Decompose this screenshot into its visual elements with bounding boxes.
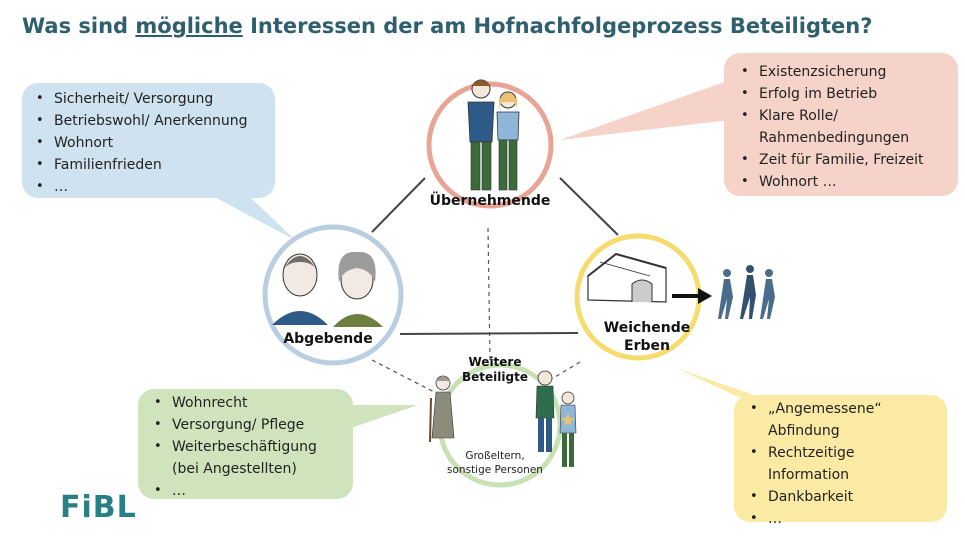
list-item: Erfolg im Betrieb [737, 83, 924, 105]
role-label-weichende-line1: Weichende [603, 320, 691, 336]
barn-illustration [587, 252, 667, 303]
weitere-beteiligte-note: Großeltern, sonstige Personen [440, 449, 550, 477]
title-underlined-word: mögliche [135, 14, 243, 38]
list-item: Rechtzeitige [746, 442, 882, 464]
list-item: Existenzsicherung [737, 61, 924, 83]
young-couple-illustration [467, 79, 520, 191]
list-item: (bei Angestellten) [172, 461, 297, 477]
connector-uebernehmende-weichende [559, 177, 619, 236]
page-title: Was sind mögliche Interessen der am Hofn… [22, 14, 872, 38]
list-item: „Angemessene“ [746, 398, 882, 420]
title-text-end: Interessen der am Hofnachfolgeprozess Be… [242, 14, 873, 38]
list-item: Rahmenbedingungen [759, 130, 910, 146]
role-label-weichende-line2: Erben [624, 338, 670, 354]
title-text-start: Was sind [22, 14, 136, 38]
list-item: Abfindung [768, 423, 840, 439]
list-item: Zeit für Familie, Freizeit [737, 149, 924, 171]
list-item: Information [768, 467, 850, 483]
role-label-weichende-erben: Weichende Erben [592, 319, 702, 355]
connector-abgebende-uebernehmende [371, 177, 426, 233]
list-item: Dankbarkeit [746, 486, 882, 508]
role-label-weitere-line2: Beteiligte [462, 370, 528, 384]
connector-abgebende-weitere [371, 359, 441, 396]
list-item: Betriebswohl/ Anerkennung [32, 110, 248, 132]
list-item: Sicherheit/ Versorgung [32, 88, 248, 110]
bubble-abgebende-list: Sicherheit/ Versorgung Betriebswohl/ Ane… [32, 88, 248, 198]
connector-weichende-weitere [524, 361, 581, 396]
bubble-weitere-list: Wohnrecht Versorgung/ Pflege Weiterbesch… [150, 392, 317, 502]
list-item: Familienfrieden [32, 154, 248, 176]
list-item: … [746, 508, 882, 530]
list-item: … [32, 176, 248, 198]
list-item: Wohnrecht [150, 392, 317, 414]
list-item: … [150, 480, 317, 502]
list-item: Wohnort … [737, 171, 924, 193]
bubble-uebernehmende-list: Existenzsicherung Erfolg im Betrieb Klar… [737, 61, 924, 193]
weitere-note-line2: sonstige Personen [447, 464, 543, 476]
role-label-abgebende: Abgebende [283, 331, 373, 347]
role-label-weitere-beteiligte: Weitere Beteiligte [450, 355, 540, 385]
list-item: Wohnort [32, 132, 248, 154]
fibl-logo: FiBL [60, 490, 137, 525]
children-illustration [535, 370, 577, 467]
connector-uebernehmende-weitere [487, 227, 491, 361]
role-label-weitere-line1: Weitere [468, 355, 522, 369]
role-label-uebernehmende: Übernehmende [429, 193, 551, 209]
arrow-right-icon [672, 288, 712, 304]
list-item: Weiterbeschäftigung [150, 436, 317, 458]
weitere-note-line1: Großeltern, [465, 450, 525, 462]
walking-people-illustration [718, 265, 775, 319]
older-couple-illustration [272, 251, 383, 327]
list-item: Versorgung/ Pflege [150, 414, 317, 436]
grandmother-illustration [429, 375, 455, 443]
list-item: Klare Rolle/ [737, 105, 924, 127]
bubble-weichende-list: „Angemessene“ Abfindung Rechtzeitige Inf… [746, 398, 882, 530]
